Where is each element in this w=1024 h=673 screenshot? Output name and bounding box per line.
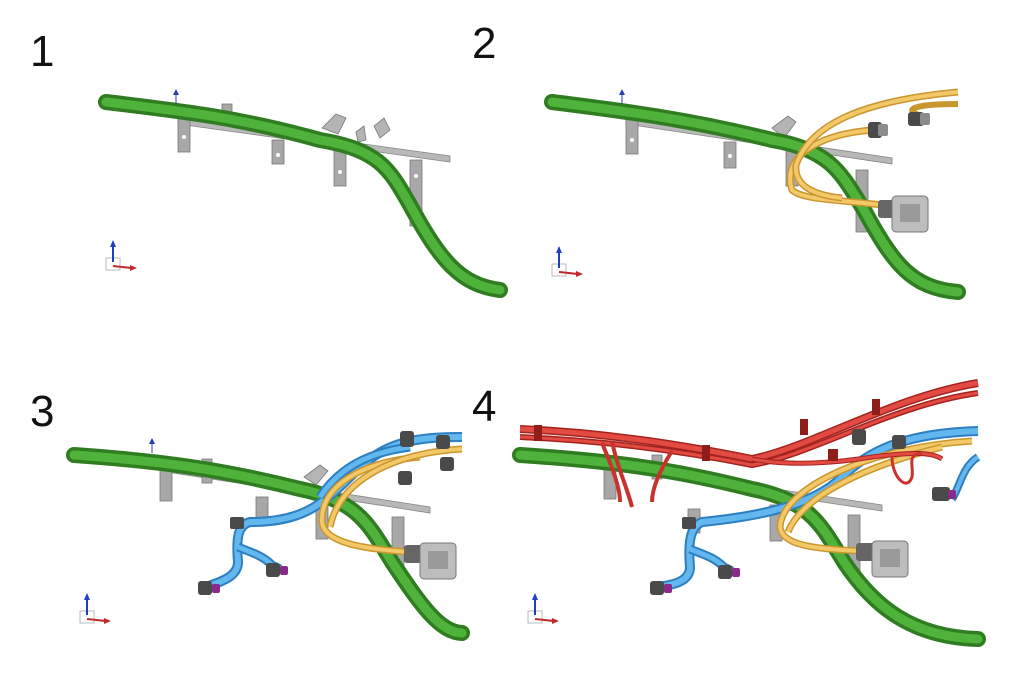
yellow-branch <box>318 445 463 556</box>
main-harness <box>98 94 508 298</box>
connector <box>878 195 929 233</box>
step-2-panel: 2 <box>472 0 1024 336</box>
connector <box>908 112 930 126</box>
step-1-panel: 1 <box>0 0 512 336</box>
step-4-panel: 4 <box>472 337 1024 673</box>
coordinate-triad-icon <box>527 593 559 624</box>
connector <box>868 122 888 138</box>
connector <box>198 517 288 595</box>
connector <box>852 429 956 501</box>
step-number: 4 <box>472 382 497 431</box>
step-number: 3 <box>30 387 55 436</box>
coordinate-triad-icon <box>551 246 583 277</box>
step-number: 2 <box>472 19 497 68</box>
harness-render <box>544 88 966 300</box>
harness-render <box>66 431 470 641</box>
origin-marker <box>173 89 179 104</box>
harness-render <box>512 379 986 647</box>
connector <box>856 540 909 578</box>
connector <box>650 517 740 595</box>
connector <box>398 431 454 485</box>
coordinate-triad-icon <box>79 593 111 624</box>
origin-marker <box>149 438 155 453</box>
coordinate-triad-icon <box>105 240 137 271</box>
step-3-panel: 3 <box>0 337 512 673</box>
connector <box>404 542 457 580</box>
origin-marker <box>619 89 625 104</box>
harness-render <box>98 89 508 298</box>
step-number: 1 <box>30 27 55 76</box>
red-branch <box>519 379 979 508</box>
